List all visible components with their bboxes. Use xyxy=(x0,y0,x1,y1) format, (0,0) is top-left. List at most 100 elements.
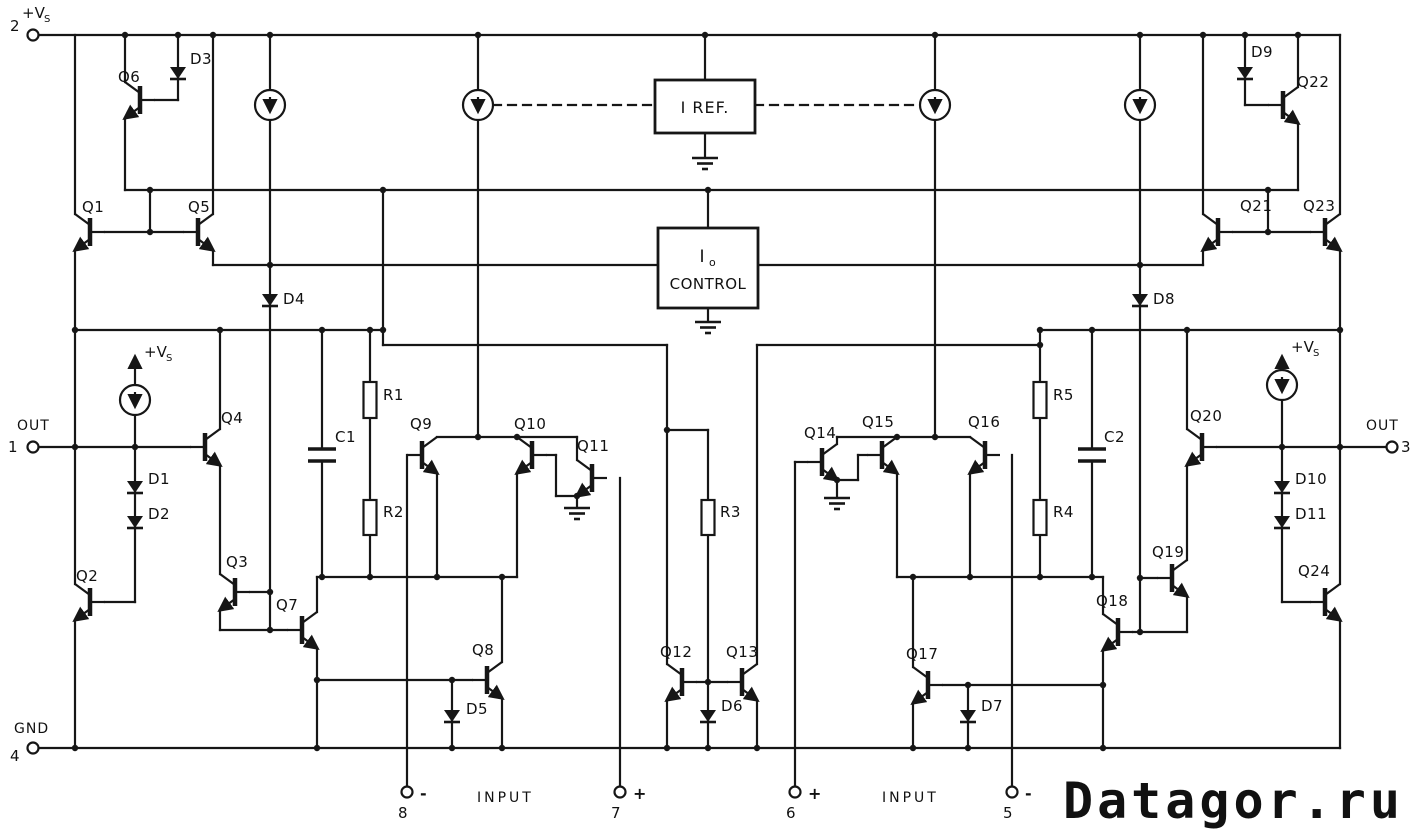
resistor-r4 xyxy=(1032,498,1048,537)
pin-terminal-1 xyxy=(26,440,40,454)
resistor-r2 xyxy=(362,498,378,537)
transistor-q14 xyxy=(807,444,837,480)
pin7-number: 7 xyxy=(611,804,621,822)
label-c2: C2 xyxy=(1104,428,1125,446)
label-d7: D7 xyxy=(981,697,1003,715)
vs-cs6-label: +V xyxy=(1291,338,1315,356)
transistor-q9 xyxy=(407,437,437,473)
transistor-q10 xyxy=(517,437,547,473)
io-label-sub: o xyxy=(709,256,716,269)
current-source-2 xyxy=(463,90,493,120)
resistor-r1 xyxy=(362,380,378,420)
watermark: Datagor.ru xyxy=(1063,772,1404,830)
pin8-number: 8 xyxy=(398,804,408,822)
transistor-q24 xyxy=(1310,584,1340,620)
transistor-q1 xyxy=(75,214,105,250)
resistor-r3 xyxy=(700,498,716,537)
diode-d11 xyxy=(1272,514,1292,530)
iref-label: I REF. xyxy=(681,98,730,117)
label-q10: Q10 xyxy=(514,415,546,433)
pin5-sign: - xyxy=(1025,784,1032,803)
pin-terminal-8 xyxy=(400,785,414,799)
diode-d5 xyxy=(442,708,462,724)
diode-d10 xyxy=(1272,479,1292,495)
current-source-1 xyxy=(255,90,285,120)
io-label-caption: CONTROL xyxy=(670,275,747,293)
diode-d8 xyxy=(1130,292,1150,308)
label-d8: D8 xyxy=(1153,290,1175,308)
current-source-4 xyxy=(1125,90,1155,120)
pin7-sign: + xyxy=(633,784,646,803)
label-d10: D10 xyxy=(1295,470,1327,488)
transistor-q23 xyxy=(1310,214,1340,250)
transistor-q15 xyxy=(867,437,897,473)
pin-terminal-7 xyxy=(613,785,627,799)
label-r4: R4 xyxy=(1053,503,1074,521)
ground-symbol-iocontrol xyxy=(693,320,723,335)
iref-block xyxy=(653,78,757,135)
out-right-label: OUT xyxy=(1366,418,1399,434)
current-source-3 xyxy=(920,90,950,120)
label-r3: R3 xyxy=(720,503,741,521)
label-r1: R1 xyxy=(383,386,404,404)
io-label-main: I xyxy=(699,247,704,267)
label-q21: Q21 xyxy=(1240,197,1272,215)
transistor-q11 xyxy=(577,460,607,496)
diode-d2 xyxy=(125,514,145,530)
io-control-block xyxy=(656,226,760,310)
label-q13: Q13 xyxy=(726,643,758,661)
ground-symbol-q11 xyxy=(562,506,592,521)
transistor-q4 xyxy=(190,429,220,465)
label-q17: Q17 xyxy=(906,645,938,663)
pin4-number: 4 xyxy=(10,747,20,765)
transistor-q8 xyxy=(472,662,502,698)
label-d9: D9 xyxy=(1251,43,1273,61)
label-q1: Q1 xyxy=(82,198,104,216)
power-rails xyxy=(37,33,1342,750)
label-c1: C1 xyxy=(335,428,356,446)
vs-cs6-sub: S xyxy=(1313,348,1319,359)
label-q14: Q14 xyxy=(804,424,836,442)
label-q7: Q7 xyxy=(276,596,298,614)
label-q20: Q20 xyxy=(1190,407,1222,425)
label-d3: D3 xyxy=(190,50,212,68)
label-r2: R2 xyxy=(383,503,404,521)
label-d2: D2 xyxy=(148,505,170,523)
wires xyxy=(37,33,1388,788)
label-q4: Q4 xyxy=(221,409,243,427)
pin-terminal-2 xyxy=(26,28,40,42)
vs-top-label: +V xyxy=(22,4,46,22)
ground-symbol-iref xyxy=(690,156,720,171)
current-source-out-left xyxy=(120,385,150,415)
diode-d4 xyxy=(260,292,280,308)
resistor-r5 xyxy=(1032,380,1048,420)
label-q12: Q12 xyxy=(660,643,692,661)
label-d4: D4 xyxy=(283,290,305,308)
transistor-q18 xyxy=(1103,614,1133,650)
labels: +V S 2 Q6 D3 Q1 Q5 Q22 D9 Q21 Q23 D4 D8 … xyxy=(8,4,1411,822)
transistor-q21 xyxy=(1203,214,1233,250)
pin3-number: 3 xyxy=(1401,438,1411,456)
ground-symbol-q14 xyxy=(822,496,852,511)
transistor-q17 xyxy=(913,667,943,703)
diode-d1 xyxy=(125,479,145,495)
transistor-q12 xyxy=(667,664,697,700)
label-q6: Q6 xyxy=(118,68,140,86)
capacitor-c2 xyxy=(1078,447,1106,463)
label-q15: Q15 xyxy=(862,413,894,431)
label-q22: Q22 xyxy=(1297,73,1329,91)
diode-d7 xyxy=(958,708,978,724)
pin6-number: 6 xyxy=(786,804,796,822)
diode-d3 xyxy=(168,65,188,81)
current-source-out-right xyxy=(1267,370,1297,400)
label-q2: Q2 xyxy=(76,567,98,585)
vs-cs5-label: +V xyxy=(144,343,168,361)
label-q9: Q9 xyxy=(410,415,432,433)
label-d5: D5 xyxy=(466,700,488,718)
label-q8: Q8 xyxy=(472,641,494,659)
transistor-q13 xyxy=(727,664,757,700)
label-q5: Q5 xyxy=(188,198,210,216)
transistor-q22 xyxy=(1268,87,1298,123)
